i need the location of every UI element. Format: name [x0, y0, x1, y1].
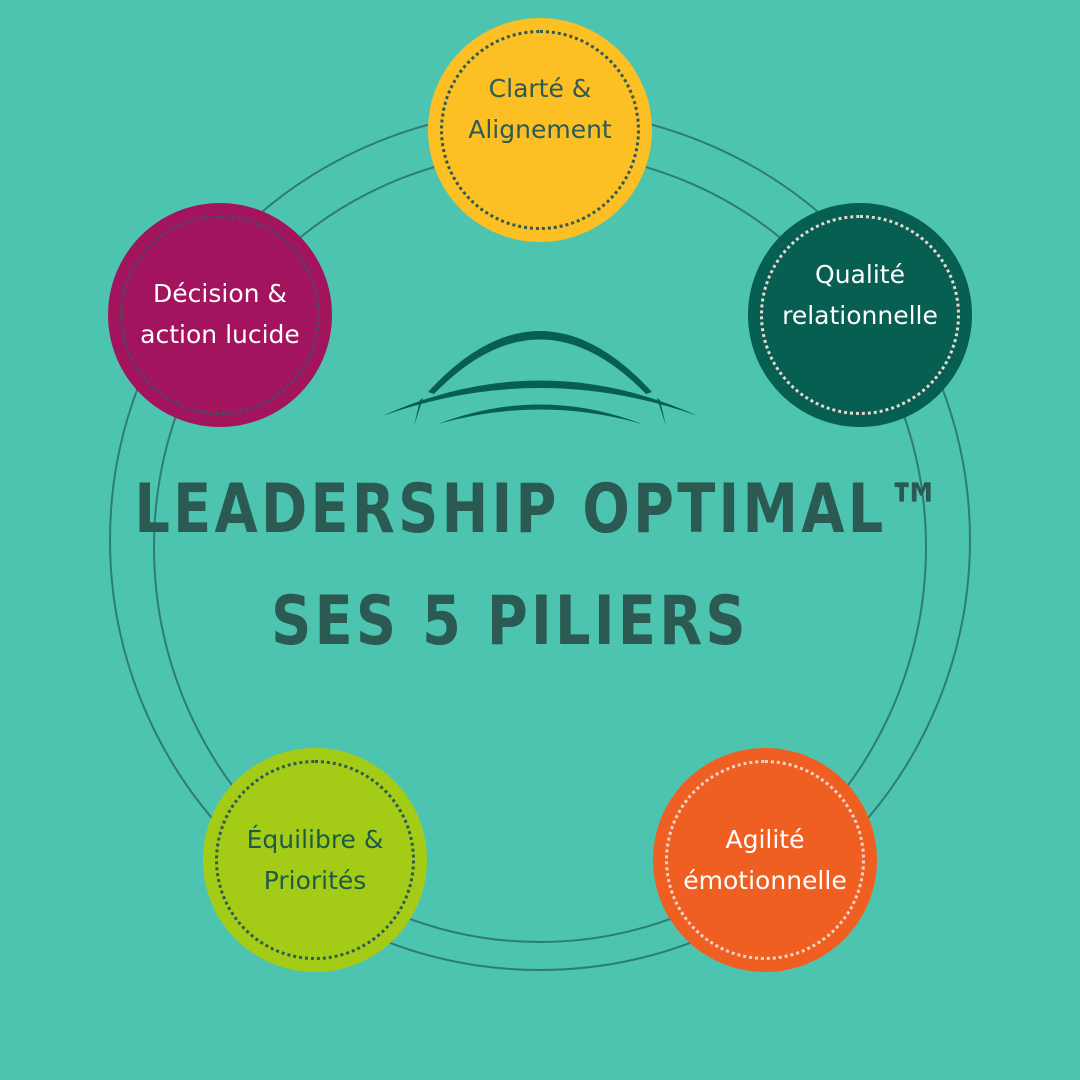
pillar-label: Qualité relationnelle — [782, 260, 938, 330]
arch-logo-icon — [382, 331, 698, 426]
pillar-label: Équilibre & Priorités — [246, 825, 384, 895]
title-line-2: SES 5 PILIERS — [271, 582, 749, 661]
pillar-label: Clarté & Alignement — [468, 74, 612, 144]
pillar-decision-action: Décision & action lucide — [108, 203, 332, 427]
title-line-1: LEADERSHIP OPTIMAL™ — [134, 470, 946, 549]
pillar-qualite-relationnelle: Qualité relationnelle — [748, 203, 972, 427]
pillar-label: Décision & action lucide — [140, 279, 300, 349]
pillar-agilite-emotionnelle: Agilité émotionnelle — [653, 748, 877, 972]
pillar-label: Agilité émotionnelle — [683, 825, 847, 895]
pillar-equilibre-priorites: Équilibre & Priorités — [203, 748, 427, 972]
pillar-clarte-alignement: Clarté & Alignement — [428, 18, 652, 242]
